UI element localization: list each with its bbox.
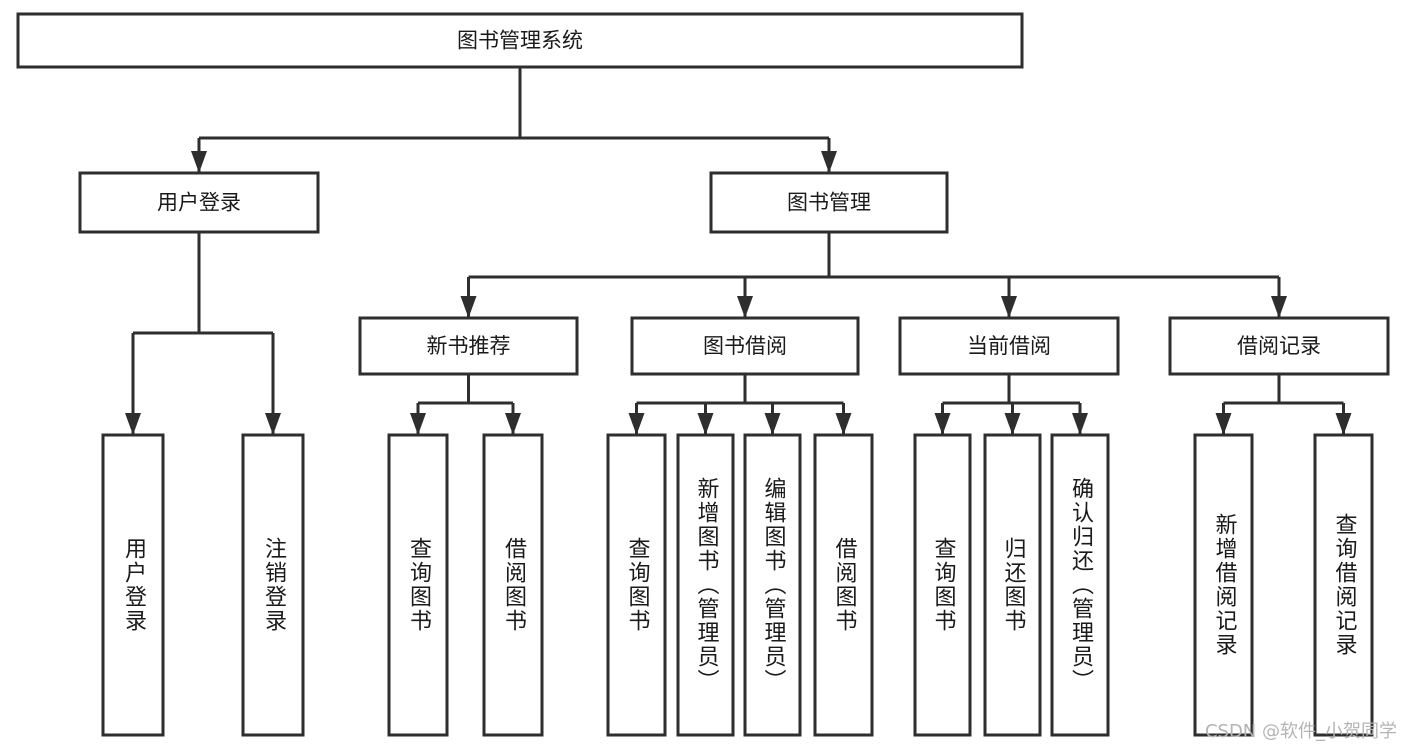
leaf-query-book-borrow-box[interactable]: [606, 433, 667, 737]
level1-book-manage-box[interactable]: [709, 171, 949, 234]
leaf-add-borrow-record-box[interactable]: [1193, 433, 1254, 737]
level2-book-borrow-label: 图书借阅: [703, 334, 787, 358]
arrow-head-icon-leaf-user-login: [125, 413, 141, 435]
arrow-head-icon-leaf-add-book-admin: [697, 413, 714, 435]
connector-layer: [125, 67, 1352, 435]
level2-new-book-recommend-label: 新书推荐: [427, 334, 511, 358]
arrow-head-icon-leaf-return-book: [1004, 413, 1021, 435]
arrow-head-icon-leaf-query-book-current: [934, 413, 951, 435]
arrow-head-icon-level2-2: [1001, 296, 1017, 318]
arrow-head-icon-level2-3: [1271, 296, 1287, 318]
arrow-head-icon-leaf-query-borrow-record: [1335, 413, 1352, 435]
leaf-return-book-box[interactable]: [983, 433, 1042, 737]
leaf-add-book-admin-box[interactable]: [676, 433, 735, 737]
level2-current-borrow-label: 当前借阅: [967, 334, 1051, 358]
leaf-user-login-box[interactable]: [101, 433, 165, 737]
csdn-watermark: CSDN @软件_小贺同学: [1204, 721, 1397, 742]
level2-borrow-record-box[interactable]: [1168, 316, 1390, 376]
arrow-head-icon-leaf-borrow-book: [835, 413, 852, 435]
leaf-query-book-current-box[interactable]: [913, 433, 972, 737]
level1-user-login-box[interactable]: [78, 171, 320, 234]
leaf-query-borrow-record-box[interactable]: [1313, 433, 1374, 737]
arrow-head-icon-level2-0: [460, 296, 477, 318]
level1-book-manage-label: 图书管理: [787, 191, 871, 215]
leaf-query-book-rec-box[interactable]: [387, 433, 449, 737]
arrow-head-icon-leaf-edit-book-admin: [764, 413, 781, 435]
root-node-box[interactable]: [16, 12, 1024, 69]
box-layer: [16, 12, 1390, 737]
leaf-logout-login-box[interactable]: [241, 433, 305, 737]
level2-book-borrow-box[interactable]: [630, 316, 860, 376]
leaf-borrow-book-box[interactable]: [813, 433, 874, 737]
leaf-borrow-book-rec-box[interactable]: [482, 433, 544, 737]
level1-user-login-label: 用户登录: [157, 191, 241, 215]
arrow-head-icon-level1-1: [821, 151, 837, 173]
root-node-label: 图书管理系统: [457, 29, 583, 53]
arrow-head-icon-leaf-borrow-book-rec: [505, 413, 521, 435]
arrow-head-icon-leaf-query-book-rec: [410, 413, 426, 435]
arrow-head-icon-leaf-logout-login: [265, 413, 281, 435]
arrow-head-icon-leaf-add-borrow-record: [1215, 413, 1232, 435]
level2-borrow-record-label: 借阅记录: [1237, 334, 1321, 358]
arrow-head-icon-leaf-confirm-return: [1072, 413, 1088, 435]
level2-current-borrow-box[interactable]: [898, 316, 1120, 376]
leaf-confirm-return-box[interactable]: [1050, 433, 1110, 737]
arrow-head-icon-level1-0: [191, 151, 207, 173]
leaf-edit-book-admin-box[interactable]: [743, 433, 802, 737]
level2-new-book-recommend-box[interactable]: [358, 316, 579, 376]
arrow-head-icon-leaf-query-book-borrow: [628, 413, 645, 435]
arrow-head-icon-level2-1: [737, 296, 753, 318]
